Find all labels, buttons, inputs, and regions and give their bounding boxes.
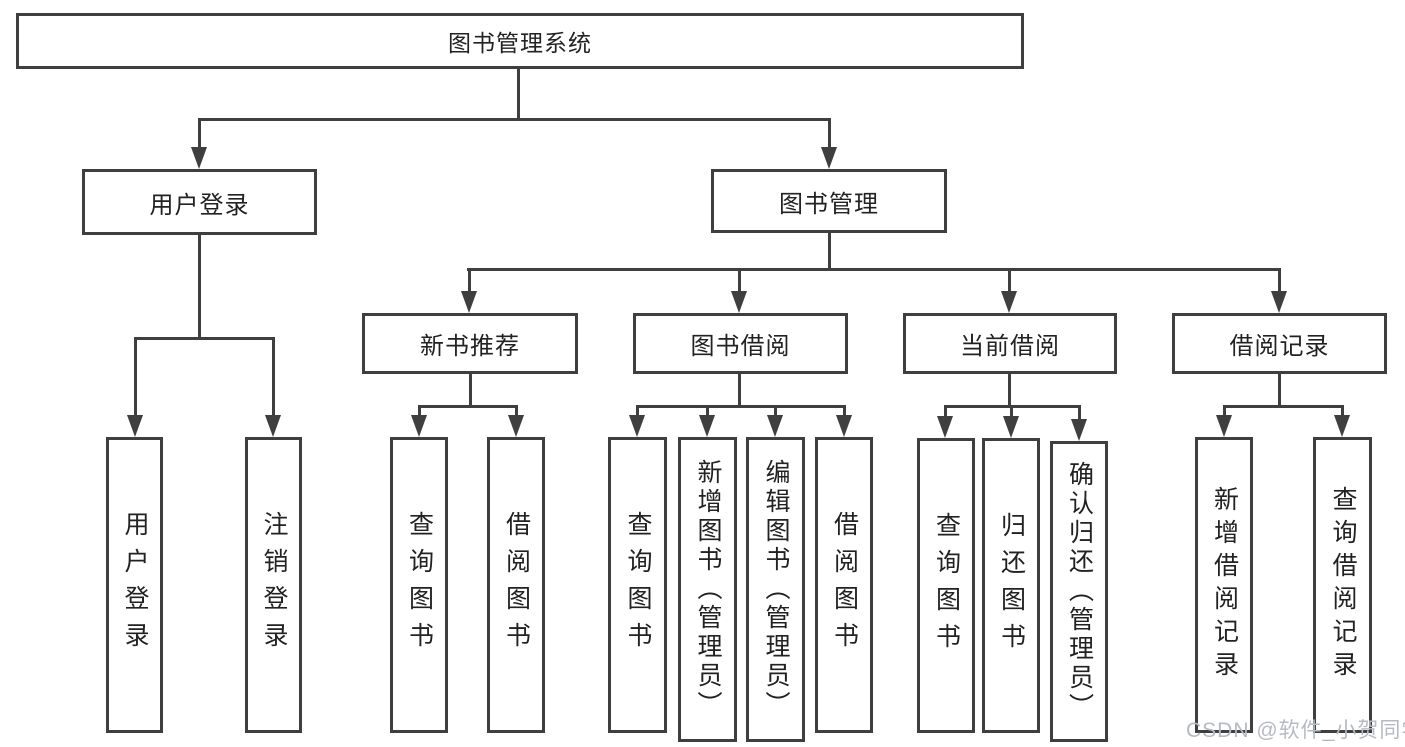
leaf-user-login: 用户登录	[106, 437, 163, 733]
connector-new-book-rail	[418, 405, 518, 408]
connector-drop-logout	[272, 340, 275, 415]
connector-drop-book-management	[828, 121, 831, 147]
arrow-down-icon	[821, 147, 837, 169]
arrow-down-icon	[1334, 415, 1350, 437]
connector-drop	[418, 408, 421, 415]
node-borrowing-records: 借阅记录	[1172, 313, 1387, 374]
node-user-login: 用户登录	[82, 169, 317, 235]
arrow-down-icon	[461, 291, 477, 313]
leaf-label: 编辑图书（管理员）	[762, 459, 790, 720]
connector-current-borrow-rail	[944, 405, 1081, 408]
leaf-query-books-current: 查询图书	[917, 438, 975, 733]
connector-drop-book-borrow	[738, 271, 741, 291]
connector-book-borrow-rail	[636, 405, 846, 408]
leaf-label: 借阅图书	[830, 511, 859, 659]
node-label: 借阅记录	[1229, 333, 1330, 360]
leaf-borrow-books-recommend: 借阅图书	[487, 437, 545, 733]
connector-drop	[1223, 408, 1226, 415]
arrow-down-icon	[508, 415, 524, 437]
node-label: 用户登录	[149, 191, 250, 219]
arrow-down-icon	[629, 415, 645, 437]
leaf-label: 查询图书	[405, 511, 434, 659]
arrow-down-icon	[937, 416, 953, 438]
connector-drop	[706, 408, 709, 415]
connector-book-mgmt-stem	[828, 233, 831, 268]
connector-level2-rail	[198, 118, 831, 121]
leaf-confirm-return-admin: 确认归还（管理员）	[1050, 441, 1108, 742]
arrow-down-icon	[1271, 291, 1287, 313]
leaf-label: 新增借阅记录	[1210, 486, 1239, 684]
leaf-logout: 注销登录	[245, 437, 302, 733]
leaf-query-borrow-record: 查询借阅记录	[1313, 437, 1372, 733]
leaf-return-books: 归还图书	[982, 438, 1040, 733]
connector-borrow-records-rail	[1223, 405, 1344, 408]
connector-drop	[774, 408, 777, 415]
leaf-label: 查询图书	[932, 511, 961, 660]
leaf-label: 注销登录	[260, 511, 288, 659]
arrow-down-icon	[411, 415, 427, 437]
leaf-edit-book-admin: 编辑图书（管理员）	[746, 437, 805, 742]
node-label: 当前借阅	[960, 333, 1060, 360]
connector-drop	[1341, 408, 1344, 415]
node-label: 图书管理系统	[448, 30, 592, 56]
arrow-down-icon	[1071, 419, 1087, 441]
leaf-query-books-recommend: 查询图书	[390, 437, 448, 733]
node-new-book-recommendation: 新书推荐	[362, 313, 578, 374]
connector-drop	[1010, 408, 1013, 416]
connector-drop-new-book	[468, 271, 471, 291]
csdn-watermark: CSDN @软件_小贺同学	[1186, 719, 1405, 742]
node-label: 图书借阅	[690, 333, 791, 360]
arrow-down-icon	[265, 415, 281, 437]
connector-user-login-rail	[134, 337, 275, 340]
connector-drop	[515, 408, 518, 415]
connector-drop	[843, 408, 846, 415]
node-book-management: 图书管理	[711, 169, 947, 233]
connector-drop-borrow-records	[1278, 271, 1281, 291]
connector-drop	[1078, 408, 1081, 419]
arrow-down-icon	[1003, 416, 1019, 438]
connector-root-stem	[517, 69, 520, 118]
arrow-down-icon	[836, 415, 852, 437]
connector-drop-current-borrow	[1008, 271, 1011, 291]
connector-drop-user-login	[198, 121, 201, 147]
connector-level3-rail	[467, 268, 1281, 271]
connector-drop	[636, 408, 639, 415]
node-book-borrowing: 图书借阅	[633, 313, 848, 374]
connector-user-login-stem	[198, 235, 201, 337]
leaf-label: 查询图书	[624, 511, 652, 659]
leaf-label: 用户登录	[121, 511, 149, 659]
connector-current-borrow-stem	[1008, 374, 1011, 405]
arrow-down-icon	[731, 291, 747, 313]
connector-drop	[944, 408, 947, 416]
arrow-down-icon	[1001, 291, 1017, 313]
leaf-label: 新增图书（管理员）	[694, 459, 722, 720]
arrow-down-icon	[767, 415, 783, 437]
leaf-query-books-borrow: 查询图书	[608, 437, 667, 733]
connector-new-book-stem	[469, 374, 472, 405]
connector-drop-login	[134, 340, 137, 415]
node-current-borrowing: 当前借阅	[903, 313, 1117, 374]
leaf-label: 借阅图书	[502, 511, 531, 659]
node-label: 图书管理	[779, 190, 879, 218]
leaf-add-borrow-record: 新增借阅记录	[1195, 437, 1253, 733]
node-label: 新书推荐	[420, 333, 520, 360]
arrow-down-icon	[127, 415, 143, 437]
connector-borrow-records-stem	[1278, 374, 1281, 405]
arrow-down-icon	[1216, 415, 1232, 437]
leaf-borrow-books: 借阅图书	[815, 437, 873, 733]
arrow-down-icon	[699, 415, 715, 437]
node-library-management-system: 图书管理系统	[16, 13, 1024, 69]
leaf-label: 归还图书	[997, 511, 1026, 660]
leaf-label: 确认归还（管理员）	[1065, 461, 1094, 722]
connector-book-borrow-stem	[738, 374, 741, 405]
arrow-down-icon	[191, 147, 207, 169]
leaf-add-book-admin: 新增图书（管理员）	[678, 437, 737, 742]
leaf-label: 查询借阅记录	[1329, 486, 1357, 684]
